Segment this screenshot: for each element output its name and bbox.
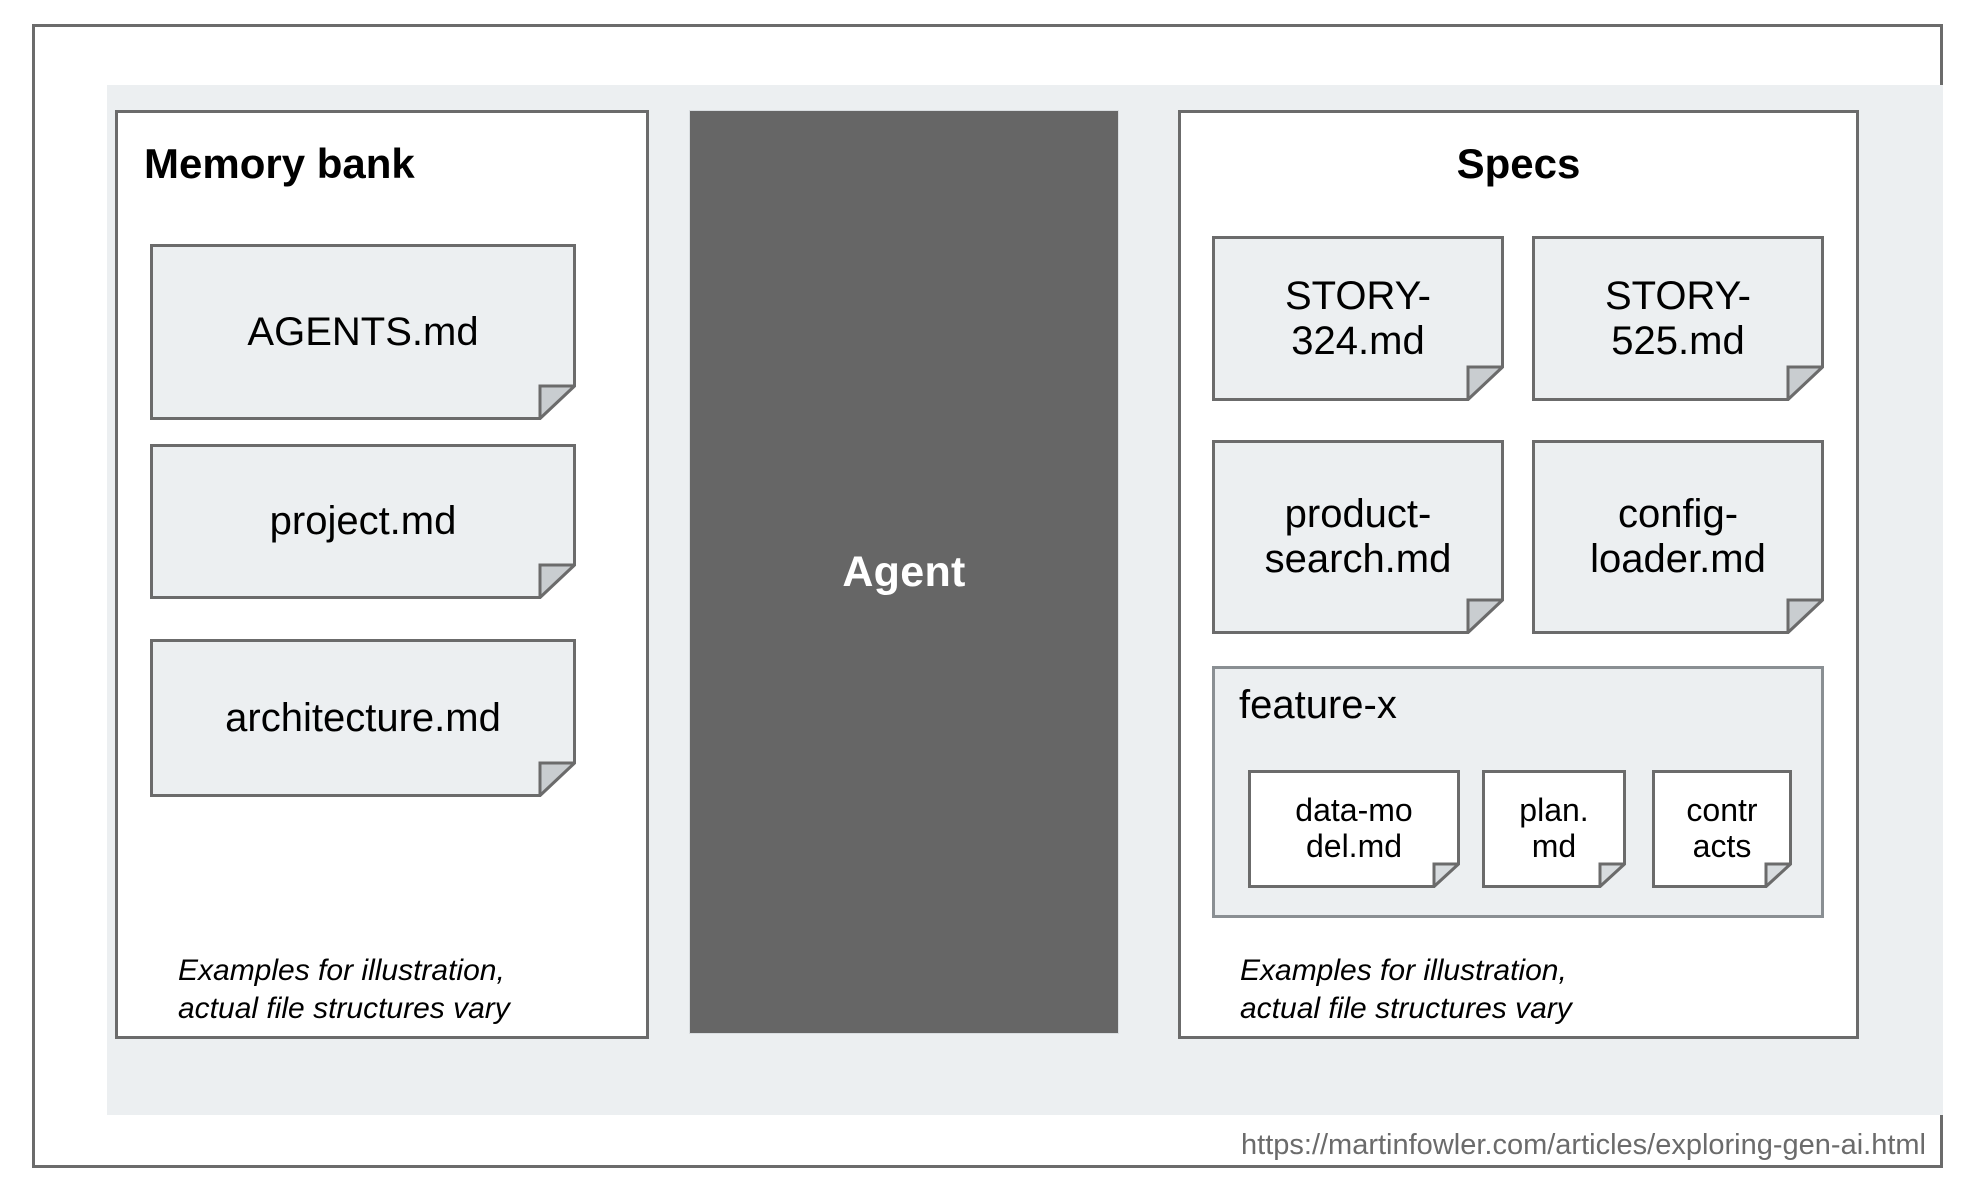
document-icon <box>150 444 576 599</box>
document-agents-md[interactable]: AGENTS.md <box>150 244 576 420</box>
document-icon <box>150 639 576 797</box>
document-story-525-md[interactable]: STORY- 525.md <box>1532 236 1824 401</box>
document-contracts[interactable]: contr acts <box>1652 770 1792 888</box>
document-icon <box>1212 236 1504 401</box>
document-icon <box>150 244 576 420</box>
document-story-324-md[interactable]: STORY- 324.md <box>1212 236 1504 401</box>
agent-label: Agent <box>842 547 966 596</box>
document-architecture-md[interactable]: architecture.md <box>150 639 576 797</box>
source-url: https://martinfowler.com/articles/explor… <box>1241 1129 1926 1161</box>
document-data-model-md[interactable]: data-mo del.md <box>1248 770 1460 888</box>
memory-bank-footnote: Examples for illustration, actual file s… <box>178 954 510 1026</box>
document-icon <box>1212 440 1504 634</box>
feature-x-title: feature-x <box>1239 683 1397 727</box>
document-config-loader-md[interactable]: config- loader.md <box>1532 440 1824 634</box>
document-icon <box>1482 770 1626 888</box>
memory-bank-title: Memory bank <box>144 140 415 187</box>
specs-title: Specs <box>1456 140 1581 187</box>
document-icon <box>1532 236 1824 401</box>
specs-footnote: Examples for illustration, actual file s… <box>1240 954 1572 1026</box>
document-product-search-md[interactable]: product- search.md <box>1212 440 1504 634</box>
document-icon <box>1532 440 1824 634</box>
document-icon <box>1652 770 1792 888</box>
document-icon <box>1248 770 1460 888</box>
agent-group[interactable]: Agent <box>689 110 1119 1034</box>
document-project-md[interactable]: project.md <box>150 444 576 599</box>
document-plan-md[interactable]: plan. md <box>1482 770 1626 888</box>
